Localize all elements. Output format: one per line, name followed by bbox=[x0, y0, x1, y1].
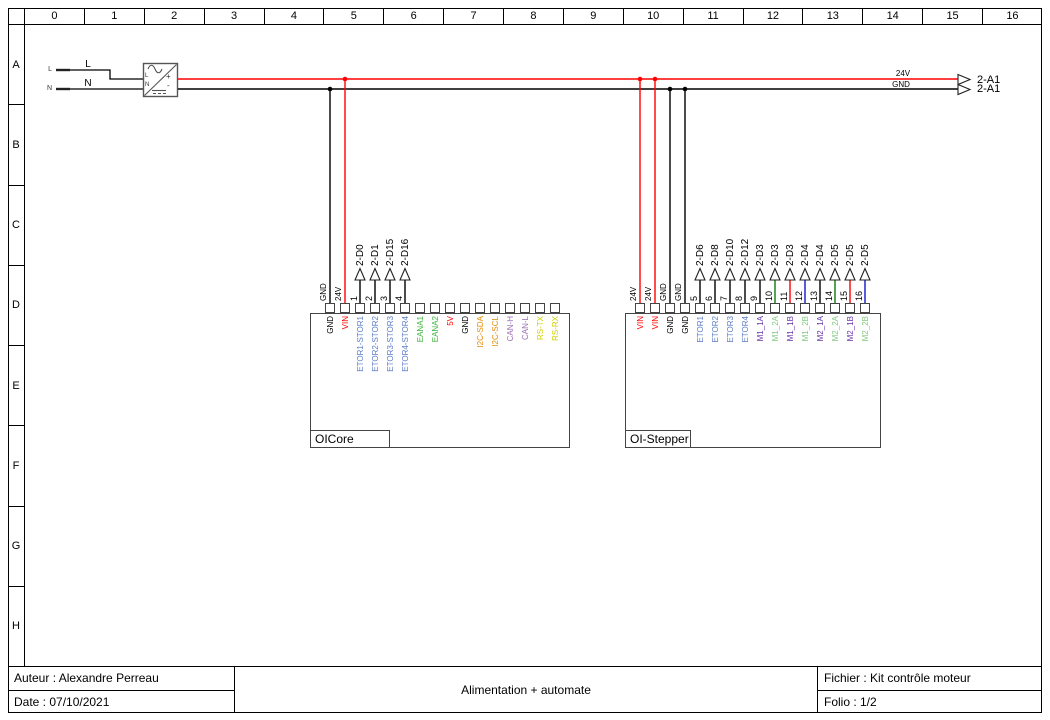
grid-column-label: 16 bbox=[1006, 10, 1019, 22]
titleblock-title: Alimentation + automate bbox=[235, 667, 818, 713]
folio-arrow-icon bbox=[399, 267, 411, 281]
folio-arrow-icon bbox=[694, 267, 706, 281]
folio-arrow-icon bbox=[724, 267, 736, 281]
junction-dot bbox=[327, 86, 333, 92]
grid-column-label: 5 bbox=[324, 8, 385, 24]
folio-arrow-icon bbox=[829, 267, 841, 281]
folio-arrow-icon bbox=[709, 267, 721, 281]
grid-column-label: 7 bbox=[444, 8, 504, 24]
junction-dot bbox=[652, 76, 658, 82]
grid-column-label: 11 bbox=[684, 8, 744, 24]
folio-arrow-icon bbox=[739, 267, 751, 281]
folio-arrow-icon bbox=[769, 267, 781, 281]
titleblock-right: Fichier : Kit contrôle moteur Folio : 1/… bbox=[818, 667, 1042, 713]
folio-arrow-icon bbox=[859, 267, 871, 281]
titleblock-file: Fichier : Kit contrôle moteur bbox=[818, 667, 1042, 691]
grid-column-label: 1 bbox=[85, 8, 145, 24]
grid-column-label: 3 bbox=[205, 8, 265, 24]
grid-row-label: F bbox=[8, 426, 24, 507]
grid-column-label: 12 bbox=[744, 8, 804, 24]
grid-row-label: C bbox=[8, 186, 24, 266]
junction-dot bbox=[682, 86, 688, 92]
grid-column-label: 13 bbox=[803, 8, 864, 24]
grid-corner bbox=[8, 8, 25, 24]
titleblock-date: Date : 07/10/2021 bbox=[14, 694, 110, 709]
folio-arrow-icon bbox=[354, 267, 366, 281]
folio-arrow-icon bbox=[384, 267, 396, 281]
grid-column-label: 6 bbox=[384, 8, 445, 24]
grid-row-label: E bbox=[8, 346, 24, 427]
grid-row-label: A bbox=[8, 25, 24, 106]
titleblock-author: Auteur : Alexandre Perreau bbox=[8, 667, 234, 691]
titleblock-left: Auteur : Alexandre Perreau Date : 07/10/… bbox=[8, 667, 235, 713]
page-border bbox=[8, 8, 1042, 713]
wire-l-input bbox=[57, 69, 143, 80]
psu-ac-icon bbox=[147, 64, 163, 74]
folio-arrow-icon bbox=[369, 267, 381, 281]
folio-ref-arrow-icon bbox=[957, 83, 972, 96]
junction-dot bbox=[667, 86, 673, 92]
grid-row-label: H bbox=[12, 620, 20, 633]
folio-arrow-icon bbox=[844, 267, 856, 281]
grid-column-label: 15 bbox=[923, 8, 983, 24]
folio-arrow-icon bbox=[754, 267, 766, 281]
folio-ref-arrow-icon bbox=[957, 73, 972, 86]
folio-arrow-icon bbox=[814, 267, 826, 281]
grid-row-label: D bbox=[8, 266, 24, 346]
title-block: Auteur : Alexandre Perreau Date : 07/10/… bbox=[8, 666, 1042, 713]
junction-dot bbox=[342, 76, 348, 82]
titleblock-folio: Folio : 1/2 bbox=[824, 694, 877, 709]
folio-arrow-icon bbox=[799, 267, 811, 281]
grid-row-label: B bbox=[8, 105, 24, 186]
grid-column-label: 14 bbox=[863, 8, 924, 24]
grid-column-label: 10 bbox=[624, 8, 684, 24]
grid-column-label: 9 bbox=[564, 8, 624, 24]
grid-column-label: 2 bbox=[145, 8, 205, 24]
grid-row-label: G bbox=[8, 507, 24, 587]
psu-diagonal-icon bbox=[144, 64, 177, 96]
folio-arrow-icon bbox=[784, 267, 796, 281]
grid-column-label: 4 bbox=[265, 8, 325, 24]
grid-column-label: 0 bbox=[25, 8, 85, 24]
grid-column-label: 8 bbox=[504, 8, 564, 24]
junction-dot bbox=[637, 76, 643, 82]
